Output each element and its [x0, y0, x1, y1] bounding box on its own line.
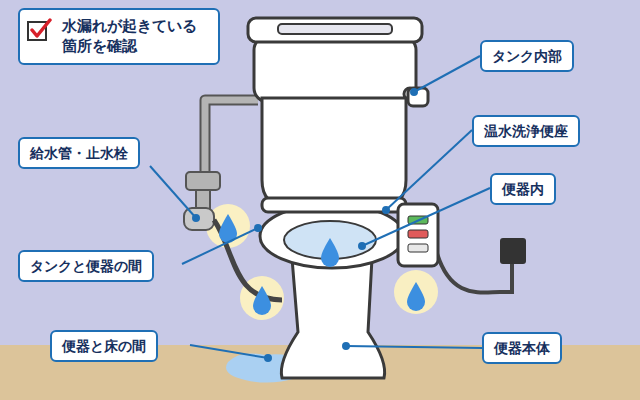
washlet-panel	[398, 204, 526, 292]
leader-lines	[150, 56, 490, 361]
callout-box: 便器と床の間	[50, 330, 158, 362]
callout-box: 水漏れが起きている 箇所を確認	[18, 8, 220, 65]
tank	[248, 18, 428, 106]
callout-label: 便器本体	[494, 339, 550, 357]
water-drops	[219, 214, 425, 315]
callout-label: 温水洗浄便座	[484, 122, 568, 140]
seat-lid	[262, 98, 406, 212]
checkbox-icon	[26, 18, 52, 44]
callout-label: タンクと便器の間	[30, 257, 142, 275]
callout-box: 便器本体	[482, 332, 562, 364]
callout-box: タンク内部	[480, 40, 574, 72]
callout-box: タンクと便器の間	[18, 250, 154, 282]
callout-box: 便器内	[490, 173, 556, 205]
callout-label: 便器と床の間	[62, 337, 146, 355]
callout-label: 水漏れが起きている 箇所を確認	[62, 17, 206, 56]
callout-label: 給水管・止水栓	[30, 144, 128, 162]
callout-label: 便器内	[502, 180, 544, 198]
pedestal	[281, 258, 384, 378]
callout-box: 給水管・止水栓	[18, 137, 140, 169]
callout-box: 温水洗浄便座	[472, 115, 580, 147]
callout-label: タンク内部	[492, 47, 562, 65]
